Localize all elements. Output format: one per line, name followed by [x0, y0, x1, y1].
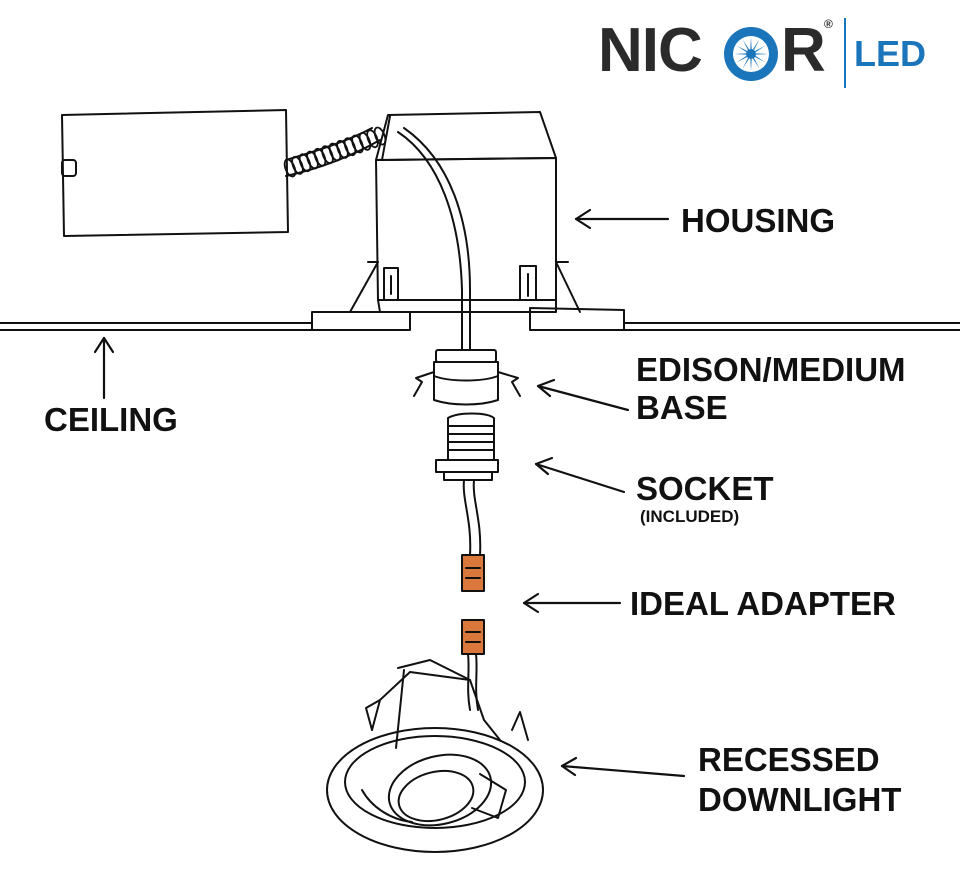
starburst-ray — [736, 55, 748, 63]
conduit-coil-loop — [366, 129, 379, 149]
edison-base-receptacle — [413, 349, 521, 406]
conduit-coil-loop — [373, 126, 387, 146]
label-ceiling: CEILING — [44, 401, 178, 438]
label-downlight-line1: RECESSED — [698, 741, 880, 778]
socket-wire — [462, 479, 482, 556]
starburst-ray — [742, 57, 750, 69]
label-edison-line1: EDISON/MEDIUM — [636, 351, 906, 388]
label-downlight-line2: DOWNLIGHT — [698, 781, 902, 818]
socket-adapter — [435, 412, 499, 481]
label-socket: SOCKET — [636, 470, 774, 507]
label-edison-line2: BASE — [636, 389, 728, 426]
starburst-ray — [734, 53, 747, 55]
edison-arrow — [536, 378, 630, 412]
starburst-ray — [736, 45, 748, 53]
ceiling-arrow — [93, 336, 115, 400]
housing-wire — [397, 127, 471, 351]
downlight-wire — [467, 653, 479, 711]
logo-name-part1: NIC — [598, 16, 703, 85]
housing-arrow — [574, 208, 670, 230]
starburst-o-icon — [724, 27, 778, 81]
downlight-arrow — [560, 756, 686, 778]
flex-conduit — [283, 126, 387, 178]
ideal-connector-lower — [461, 619, 485, 655]
label-housing: HOUSING — [681, 202, 836, 239]
registered-mark: ® — [824, 17, 833, 31]
logo-divider — [844, 18, 846, 88]
conduit-coil-loop — [343, 137, 357, 157]
logo-suffix: LED — [854, 33, 926, 74]
housing-body — [311, 111, 625, 331]
junction-box — [61, 109, 289, 237]
starburst-ray — [754, 55, 766, 63]
flex-conduit-outline — [285, 127, 381, 177]
logo-name-part2: R — [781, 16, 826, 85]
starburst-ray — [750, 37, 752, 50]
starburst-ray — [754, 45, 766, 53]
starburst-ray — [755, 53, 768, 55]
recessed-downlight — [326, 659, 544, 853]
label-ideal-adapter: IDEAL ADAPTER — [630, 585, 896, 622]
label-socket-note: (INCLUDED) — [640, 507, 740, 526]
starburst-ray — [750, 58, 752, 71]
socket-arrow — [534, 456, 626, 494]
starburst-ray — [742, 39, 750, 51]
adapter-arrow — [522, 592, 622, 614]
starburst-ray — [752, 39, 760, 51]
pointer-arrows — [93, 208, 686, 778]
ceiling-line — [0, 322, 960, 331]
ideal-connector-upper — [461, 554, 485, 592]
starburst-ray — [752, 57, 760, 69]
